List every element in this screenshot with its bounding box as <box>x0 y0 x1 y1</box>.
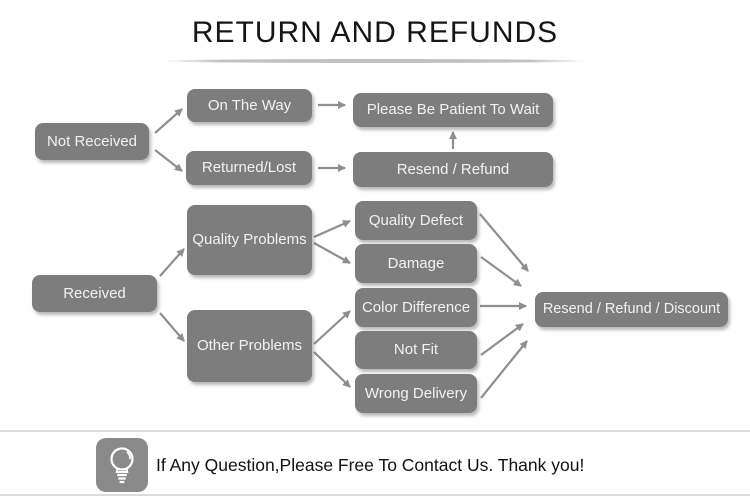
lightbulb-icon <box>110 447 134 484</box>
node-returned-lost: Returned/Lost <box>186 151 312 185</box>
node-on-the-way: On The Way <box>187 89 312 122</box>
node-resend-refund: Resend / Refund <box>353 152 553 187</box>
node-other-problems: Other Problems <box>187 310 312 382</box>
arrow-quality_problems-to-damage <box>313 242 351 264</box>
arrow-other_problems-to-color_difference <box>313 310 351 345</box>
arrow-damage-to-resend_refund_discount <box>480 256 522 287</box>
node-quality-defect: Quality Defect <box>355 201 477 240</box>
page-title: RETURN AND REFUNDS <box>191 16 559 49</box>
footer-message: If Any Question,Please Free To Contact U… <box>156 454 585 475</box>
node-damage: Damage <box>355 244 477 283</box>
lightbulb-tile <box>96 438 148 492</box>
node-wrong-delivery: Wrong Delivery <box>355 374 477 413</box>
footer-divider-bottom <box>0 494 750 496</box>
arrow-other_problems-to-wrong_delivery <box>313 351 351 388</box>
arrow-quality_defect-to-resend_refund_discount <box>479 213 529 272</box>
node-not-fit: Not Fit <box>355 331 477 369</box>
arrow-not_received-to-on_the_way <box>154 108 183 134</box>
node-please-be-patient-to-wait: Please Be Patient To Wait <box>353 93 553 127</box>
node-quality-problems: Quality Problems <box>187 205 312 275</box>
arrow-wrong_delivery-to-resend_refund_discount <box>480 340 528 399</box>
node-color-difference: Color Difference <box>355 288 477 327</box>
node-received: Received <box>32 275 157 312</box>
footer-divider-top <box>0 430 750 432</box>
title-underline <box>160 59 590 63</box>
arrow-received-to-other_problems <box>159 312 185 342</box>
arrow-not_received-to-returned_lost <box>154 149 183 172</box>
node-not-received: Not Received <box>35 123 149 160</box>
arrow-received-to-quality_problems <box>159 248 185 277</box>
arrow-quality_problems-to-quality_defect <box>313 219 351 239</box>
arrow-not_fit-to-resend_refund_discount <box>480 323 524 356</box>
node-resend-refund-discount: Resend / Refund / Discount <box>535 292 728 327</box>
